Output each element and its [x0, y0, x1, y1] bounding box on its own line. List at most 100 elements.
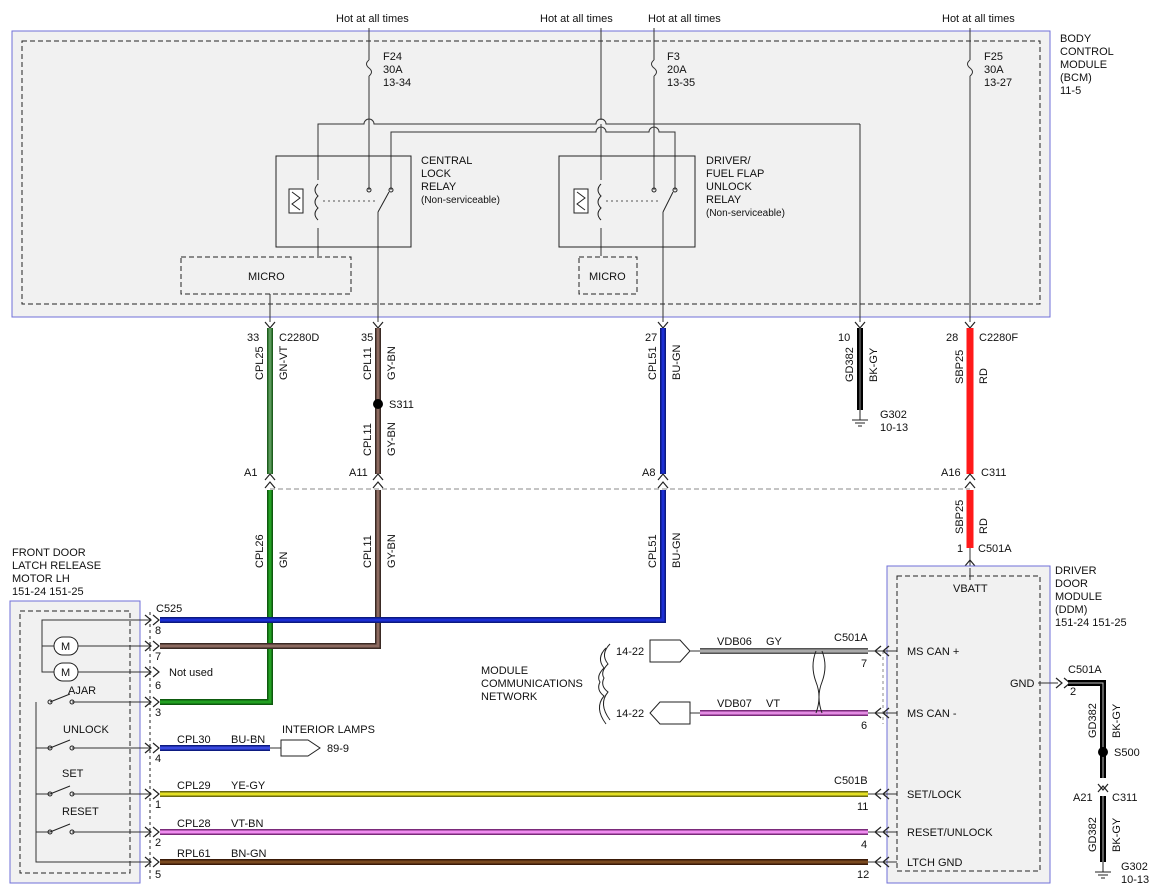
motor-module-name-4: 151-24 151-25 — [12, 586, 84, 598]
relay1-name-2: LOCK — [421, 168, 452, 180]
ddm-name-5: 151-24 151-25 — [1055, 617, 1127, 629]
switch-ajar-label: AJAR — [68, 685, 96, 697]
wire-cpl25-upper-color: GN-VT — [278, 346, 290, 381]
wire-cpl28-color: VT-BN — [231, 818, 263, 830]
fuse-symbols — [366, 59, 973, 77]
wire-cpl28-circuit: CPL28 — [177, 818, 211, 830]
motor-symbol-1-label: M — [61, 641, 70, 653]
wire-gd382-bcm-color: BK-GY — [868, 347, 880, 382]
switch-unlock-label: UNLOCK — [63, 724, 110, 736]
network-ref-can-plus: 14-22 — [616, 646, 644, 658]
wire-cpl30-circuit: CPL30 — [177, 734, 211, 746]
network-bracket-right — [598, 647, 607, 725]
wire-cpl51-lower-color: BU-GN — [671, 533, 683, 569]
bcm-name-4: (BCM) — [1060, 72, 1092, 84]
ddm-signal-ltch-gnd: LTCH GND — [907, 857, 962, 869]
network-arrow-can-plus — [649, 639, 691, 663]
fuse-f3-name: F3 — [667, 51, 680, 63]
ddm-signal-can-plus: MS CAN + — [907, 646, 959, 658]
ground-g302-top-name: G302 — [880, 409, 907, 421]
wire-gd382-ddm-upper-circuit: GD382 — [1087, 703, 1099, 738]
c311-connector-marks — [264, 473, 976, 489]
bcm-connector-f: C2280F — [979, 332, 1018, 344]
network-name-3: NETWORK — [481, 691, 538, 703]
wire-gd382-bcm-circuit: GD382 — [844, 347, 856, 382]
ddm-pin-7: 7 — [861, 658, 867, 670]
twisted-pair — [812, 650, 826, 714]
bcm-connector-d: C2280D — [279, 332, 319, 344]
wire-cpl29-circuit: CPL29 — [177, 780, 211, 792]
bcm-pin-33: 33 — [247, 332, 259, 344]
fuse-f25-amps: 30A — [984, 64, 1004, 76]
ddm-module — [886, 565, 1051, 884]
wire-cpl11-mid-color: GY-BN — [386, 422, 398, 456]
ddm-name-3: MODULE — [1055, 591, 1102, 603]
wire-rpl61-color: BN-GN — [231, 848, 267, 860]
motor-pin-2: 2 — [155, 837, 161, 849]
splice-s311-dot — [373, 399, 383, 409]
motor-pin-1: 1 — [155, 799, 161, 811]
motor-pin-6: 6 — [155, 680, 161, 692]
wire-cpl11-upper-circuit: CPL11 — [362, 347, 374, 380]
ground-g302-top-symbol — [852, 410, 868, 427]
ddm-name-2: DOOR — [1055, 578, 1088, 590]
ddm-signal-gnd: GND — [1010, 678, 1035, 690]
bcm-internal-wiring — [269, 76, 971, 322]
ddm-connector-c501b: C501B — [834, 775, 868, 787]
ddm-name-1: DRIVER — [1055, 565, 1097, 577]
motor-pin-4: 4 — [155, 753, 161, 765]
wire-cpl51-upper-circuit: CPL51 — [647, 346, 659, 380]
ddm-gnd-pin: 2 — [1070, 686, 1076, 698]
fuse-f24-amps: 30A — [383, 64, 403, 76]
hot-label-3: Hot at all times — [648, 13, 721, 25]
not-used-label: Not used — [169, 667, 213, 679]
wire-cpl26-color: GN — [278, 551, 290, 568]
hot-label-4: Hot at all times — [942, 13, 1015, 25]
wire-gd382-ddm-upper — [1068, 680, 1106, 778]
network-arrow-can-minus — [649, 701, 691, 725]
micro-label-2: MICRO — [589, 271, 626, 283]
wire-vdb06-circuit: VDB06 — [717, 636, 752, 648]
bcm-pin-35: 35 — [361, 332, 373, 344]
wire-cpl11-lower-color: GY-BN — [386, 534, 398, 568]
ddm-signal-set-lock: SET/LOCK — [907, 789, 962, 801]
ddm-pin-4: 4 — [861, 839, 867, 851]
bcm-pin-27: 27 — [645, 332, 657, 344]
ground-c311-marks — [1097, 783, 1109, 793]
micro-box-2 — [578, 256, 638, 295]
switch-ajar — [47, 693, 75, 705]
interior-lamps-ref: 89-9 — [327, 743, 349, 755]
motor-symbol-2-label: M — [61, 667, 70, 679]
switch-set-label: SET — [62, 768, 84, 780]
wire-cpl30-color: BU-BN — [231, 734, 265, 746]
interior-lamps-arrow — [280, 739, 321, 757]
ddm-vbatt-connector-mark — [964, 559, 976, 567]
bcm-module — [11, 30, 1051, 318]
relay2-name-3: UNLOCK — [706, 181, 753, 193]
relay2-name-4: RELAY — [706, 194, 742, 206]
fuse-f24-name: F24 — [383, 51, 402, 63]
central-lock-relay — [275, 155, 412, 248]
wire-vdb07-color: VT — [766, 698, 780, 710]
ddm-gnd-connector-mark — [1055, 677, 1071, 689]
motor-pin-3: 3 — [155, 707, 161, 719]
interior-lamps-label: INTERIOR LAMPS — [282, 724, 375, 736]
wire-cpl26-circuit: CPL26 — [254, 534, 266, 568]
driver-unlock-relay — [558, 155, 696, 248]
bcm-name-5: 11-5 — [1060, 85, 1081, 97]
inline-pin-a1: A1 — [244, 467, 257, 479]
bcm-name-2: CONTROL — [1060, 46, 1114, 58]
wire-cpl26 — [160, 490, 273, 705]
fuse-f3-amps: 20A — [667, 64, 687, 76]
motor-symbol-1 — [53, 636, 79, 656]
relay2-name-1: DRIVER/ — [706, 155, 752, 167]
bcm-name-3: MODULE — [1060, 59, 1107, 71]
fuse-f3-ref: 13-35 — [667, 77, 695, 89]
wire-cpl11-lower-circuit: CPL11 — [362, 535, 374, 568]
splice-s311-label: S311 — [389, 399, 414, 411]
relay1-name-4: (Non-serviceable) — [421, 195, 500, 206]
wire-rpl61-circuit: RPL61 — [177, 848, 211, 860]
network-name-1: MODULE — [481, 665, 528, 677]
network-bracket-left — [602, 643, 611, 721]
ground-g302-bottom-name: G302 — [1121, 861, 1148, 873]
